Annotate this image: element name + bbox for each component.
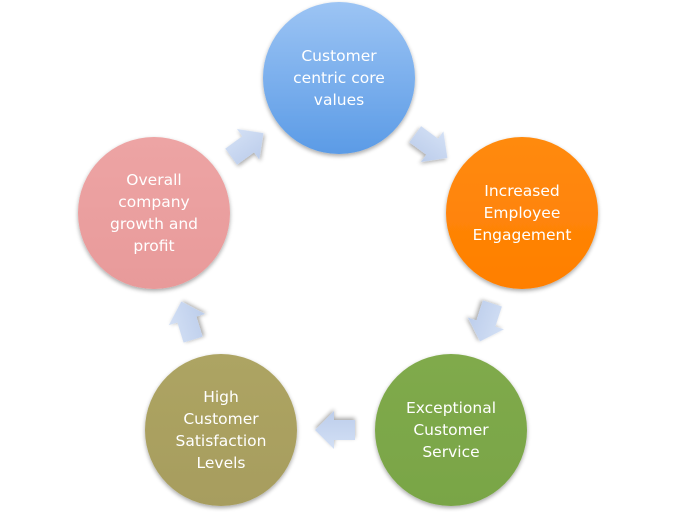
arrow-company-growth-to-core-values-icon (225, 128, 264, 165)
node-label-line: Customer (413, 421, 489, 439)
node-core-values: Customer centric core values (263, 2, 415, 154)
node-label-line: centric core (293, 69, 385, 87)
node-label-line: growth and (110, 215, 198, 233)
node-label-line: Engagement (473, 226, 572, 244)
arrow-core-values-to-employee-engagement-icon (409, 126, 448, 162)
node-label-line: Customer (183, 410, 259, 428)
node-label-line: Levels (197, 454, 246, 472)
node-label-line: Satisfaction (176, 432, 267, 450)
node-circle (263, 2, 415, 154)
node-circle (78, 137, 230, 289)
node-company-growth: Overall company growth and profit (78, 137, 230, 289)
node-label-line: profit (133, 237, 174, 255)
node-label-line: company (118, 193, 189, 211)
node-label: Overall company growth and profit (110, 171, 198, 255)
arrow-employee-engagement-to-customer-service-icon (467, 300, 504, 342)
arrow-customer-satisfaction-to-company-growth-icon (168, 301, 206, 343)
node-circle (145, 354, 297, 506)
node-label: Customer centric core values (293, 47, 385, 109)
node-label-line: Increased (484, 182, 559, 200)
node-circle (446, 137, 598, 289)
node-label-line: Employee (484, 204, 561, 222)
node-label-line: Service (422, 443, 479, 461)
node-label-line: High (203, 388, 239, 406)
node-label-line: Customer (301, 47, 377, 65)
arrow-customer-service-to-customer-satisfaction-icon (315, 411, 355, 449)
node-label-line: Exceptional (406, 399, 496, 417)
node-label-line: Overall (126, 171, 181, 189)
node-label-line: values (314, 91, 364, 109)
node-circle (375, 354, 527, 506)
